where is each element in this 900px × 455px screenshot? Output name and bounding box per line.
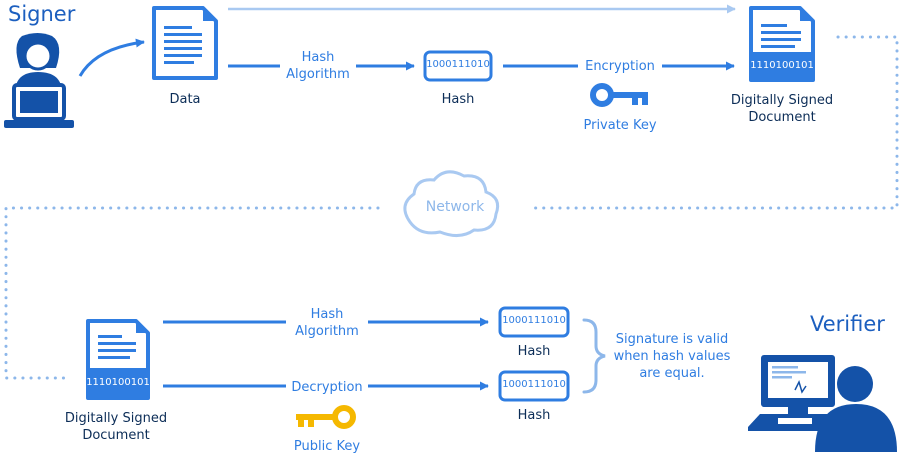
- signature-valid-line-1: Signature is valid: [615, 332, 729, 347]
- signer-signed-document-label: Digitally Signed Document: [731, 92, 833, 126]
- signature-valid-line-2: when hash values: [613, 349, 731, 364]
- verifier-signed-doc-line-2: Document: [82, 428, 150, 443]
- signature-valid-text: Signature is valid when hash values are …: [614, 331, 731, 382]
- verifier-hash-bottom-bits: 1000111010: [502, 379, 566, 390]
- signer-to-data-arrow: [78, 38, 145, 77]
- verifier-signed-bits: 1110100101: [86, 377, 150, 388]
- verifier-monitor-icon: [761, 355, 835, 415]
- signer-hash-box: [423, 50, 493, 82]
- verifier-hash-top-label: Hash: [517, 344, 551, 359]
- signer-hash-algorithm-line-2: Algorithm: [286, 67, 350, 82]
- verifier-person-icon: [815, 366, 897, 452]
- verifier-hash-algorithm-line-1: Hash: [310, 307, 344, 322]
- verifier-hash-algorithm-line-2: Algorithm: [295, 324, 359, 339]
- verifier-hash-bottom-box: [498, 370, 570, 402]
- network-label: Network: [425, 199, 485, 215]
- signer-signed-doc-line-1: Digitally Signed: [730, 93, 834, 108]
- signer-hash-algorithm-label: Hash Algorithm: [286, 49, 350, 83]
- verifier-signed-doc-line-1: Digitally Signed: [64, 411, 168, 426]
- signer-signed-doc-line-2: Document: [748, 110, 816, 125]
- encryption-label: Encryption: [585, 59, 655, 74]
- network-dotted-route: [4, 35, 899, 380]
- verifier-hash-top-bits: 1000111010: [502, 315, 566, 326]
- signer-signed-bits: 1110100101: [750, 60, 814, 71]
- verifier-hash-top-box: [498, 306, 570, 338]
- verifier-signed-document-label: Digitally Signed Document: [65, 410, 167, 444]
- comparison-brace: [582, 318, 606, 394]
- private-key-icon: [590, 83, 648, 107]
- verifier-signed-document-icon: [86, 319, 150, 400]
- verifier-hash-algorithm-label: Hash Algorithm: [295, 306, 359, 340]
- signature-valid-line-3: are equal.: [639, 366, 705, 381]
- signer-signed-document-icon: [749, 6, 815, 82]
- signer-title: Signer: [8, 2, 76, 26]
- data-label: Data: [169, 92, 201, 107]
- verifier-title: Verifier: [810, 312, 885, 336]
- signer-hash-bits: 1000111010: [426, 59, 490, 70]
- data-document-icon: [152, 6, 218, 80]
- private-key-label: Private Key: [583, 118, 657, 133]
- decryption-label: Decryption: [291, 380, 363, 395]
- public-key-icon: [296, 405, 356, 429]
- signer-person-icon: [4, 33, 74, 128]
- public-key-label: Public Key: [293, 439, 361, 454]
- keyboard-icon: [748, 414, 842, 431]
- signer-hash-label: Hash: [441, 92, 475, 107]
- signer-hash-algorithm-line-1: Hash: [301, 50, 335, 65]
- network-cloud-icon: [403, 170, 500, 237]
- verifier-hash-bottom-label: Hash: [517, 408, 551, 423]
